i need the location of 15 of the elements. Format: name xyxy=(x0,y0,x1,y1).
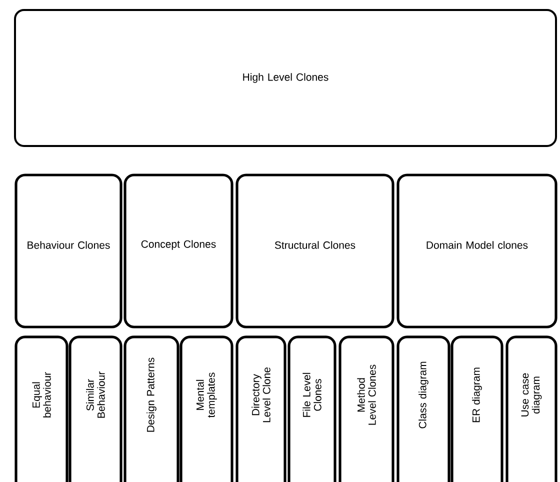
subtype-box: Method Level Clones xyxy=(338,336,394,482)
subtype-box: ER diagram xyxy=(450,336,504,482)
subtype-box: Similar Behaviour xyxy=(68,336,122,482)
clone-type-box: Domain Model clones xyxy=(396,174,558,328)
subtype-box: Design Patterns xyxy=(124,336,180,482)
subtype-box: Mental templates xyxy=(180,336,234,482)
clone-type-box: Structural Clones xyxy=(236,174,394,328)
subtype-box: Class diagram xyxy=(396,336,450,482)
subtype-box: Use case diagram xyxy=(506,336,558,482)
subtype-box: Directory Level Clone xyxy=(236,336,286,482)
clone-type-box: Behaviour Clones xyxy=(14,174,122,328)
clone-type-box: Concept Clones xyxy=(124,174,234,328)
category-box: High Level Clones xyxy=(14,9,557,147)
subtype-box: File Level Clones xyxy=(288,336,336,482)
subtype-box: Equal behaviour xyxy=(14,336,68,482)
